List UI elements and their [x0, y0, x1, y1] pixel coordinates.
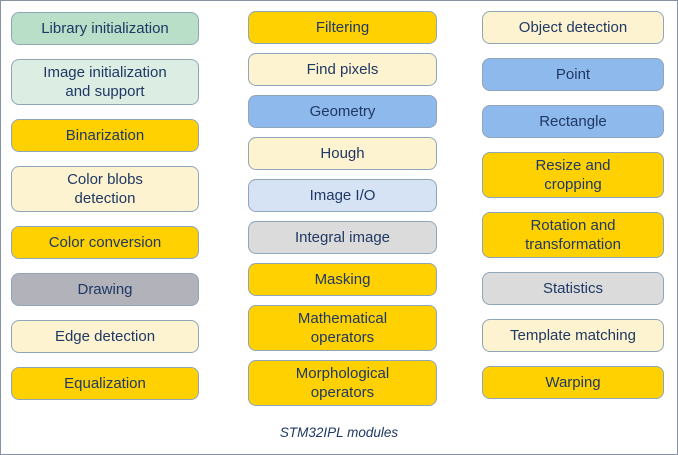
module-box-image-initialization-and-support: Image initialization and support: [11, 59, 199, 105]
module-box-edge-detection: Edge detection: [11, 320, 199, 353]
module-box-filtering: Filtering: [248, 11, 437, 44]
module-box-image-i-o: Image I/O: [248, 179, 437, 212]
module-box-warping: Warping: [482, 366, 664, 399]
module-box-equalization: Equalization: [11, 367, 199, 400]
module-box-mathematical-operators: Mathematical operators: [248, 305, 437, 351]
module-box-rectangle: Rectangle: [482, 105, 664, 138]
module-box-library-initialization: Library initialization: [11, 12, 199, 45]
module-box-resize-and-cropping: Resize and cropping: [482, 152, 664, 198]
module-box-geometry: Geometry: [248, 95, 437, 128]
module-box-binarization: Binarization: [11, 119, 199, 152]
module-box-object-detection: Object detection: [482, 11, 664, 44]
module-box-drawing: Drawing: [11, 273, 199, 306]
module-box-statistics: Statistics: [482, 272, 664, 305]
module-box-template-matching: Template matching: [482, 319, 664, 352]
module-box-integral-image: Integral image: [248, 221, 437, 254]
module-box-color-blobs-detection: Color blobs detection: [11, 166, 199, 212]
caption: STM32IPL modules: [279, 425, 399, 440]
module-box-hough: Hough: [248, 137, 437, 170]
module-box-point: Point: [482, 58, 664, 91]
module-box-find-pixels: Find pixels: [248, 53, 437, 86]
module-box-color-conversion: Color conversion: [11, 226, 199, 259]
module-box-masking: Masking: [248, 263, 437, 296]
module-box-rotation-and-transformation: Rotation and transformation: [482, 212, 664, 258]
module-box-morphological-operators: Morphological operators: [248, 360, 437, 406]
